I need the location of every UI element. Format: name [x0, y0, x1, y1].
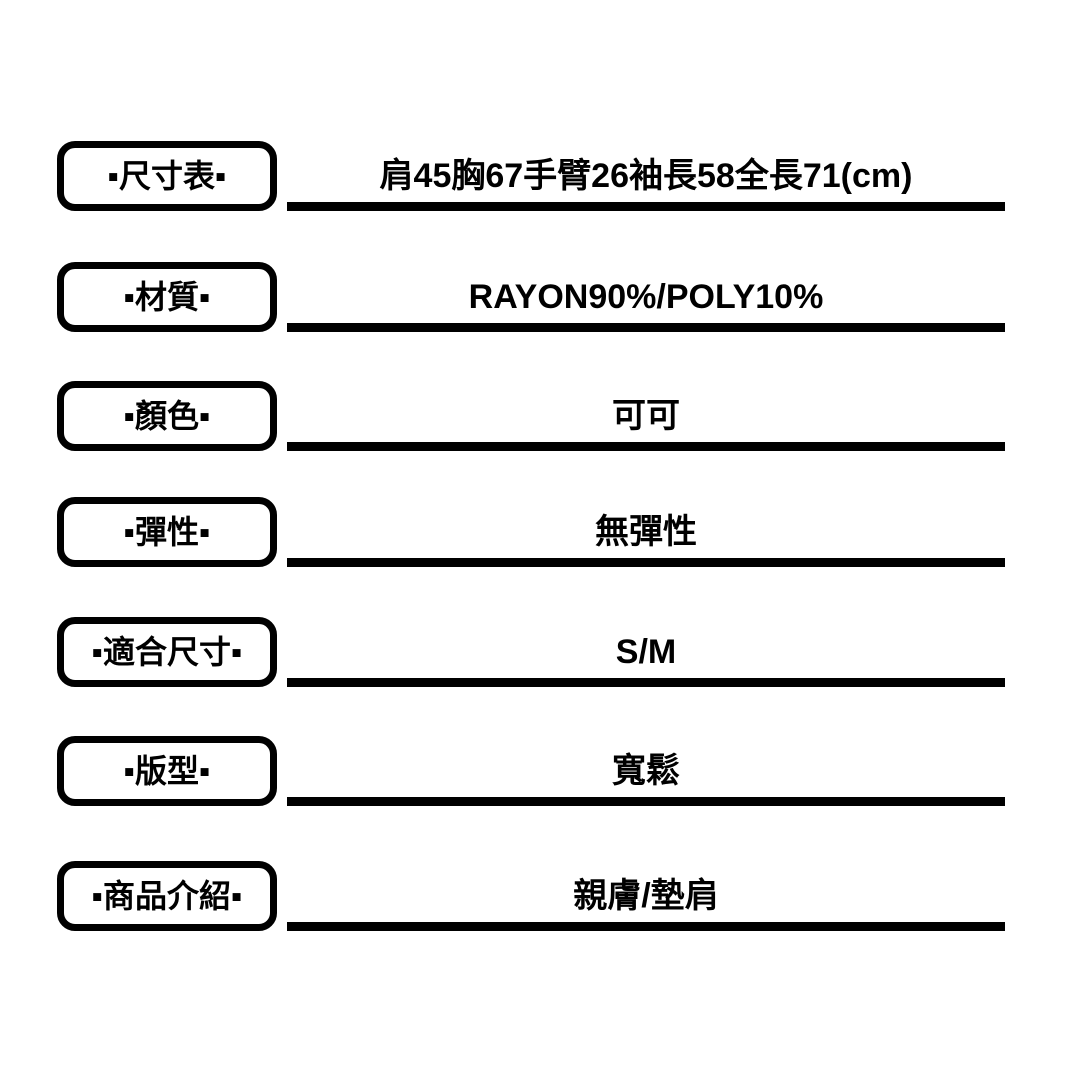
spec-label-fit-size: ▪適合尺寸▪: [91, 634, 243, 670]
spec-row-product-intro: ▪商品介紹▪ 親膚/墊肩: [0, 861, 1080, 931]
spec-value-material: RAYON90%/POLY10%: [468, 278, 824, 316]
spec-label-box-material: ▪材質▪: [57, 262, 277, 332]
spec-underline-color: 可可: [287, 381, 1005, 451]
spec-row-material: ▪材質▪ RAYON90%/POLY10%: [0, 262, 1080, 332]
spec-label-box-color: ▪顏色▪: [57, 381, 277, 451]
spec-row-fit-size: ▪適合尺寸▪ S/M: [0, 617, 1080, 687]
spec-label-box-product-intro: ▪商品介紹▪: [57, 861, 277, 931]
spec-value-product-intro: 親膚/墊肩: [573, 877, 719, 915]
spec-value-color: 可可: [612, 397, 680, 435]
spec-label-product-intro: ▪商品介紹▪: [91, 878, 243, 914]
spec-value-cut: 寬鬆: [612, 752, 680, 790]
spec-label-box-fit-size: ▪適合尺寸▪: [57, 617, 277, 687]
spec-label-box-elasticity: ▪彈性▪: [57, 497, 277, 567]
spec-underline-fit-size: S/M: [287, 617, 1005, 687]
spec-label-box-cut: ▪版型▪: [57, 736, 277, 806]
spec-underline-product-intro: 親膚/墊肩: [287, 861, 1005, 931]
spec-row-size: ▪尺寸表▪ 肩45胸67手臂26袖長58全長71(cm): [0, 141, 1080, 211]
spec-underline-elasticity: 無彈性: [287, 497, 1005, 567]
spec-value-size: 肩45胸67手臂26袖長58全長71(cm): [379, 157, 913, 195]
spec-label-size: ▪尺寸表▪: [107, 158, 227, 194]
spec-label-elasticity: ▪彈性▪: [123, 514, 211, 550]
spec-row-cut: ▪版型▪ 寬鬆: [0, 736, 1080, 806]
spec-row-color: ▪顏色▪ 可可: [0, 381, 1080, 451]
spec-label-material: ▪材質▪: [123, 279, 211, 315]
spec-label-cut: ▪版型▪: [123, 753, 211, 789]
spec-underline-material: RAYON90%/POLY10%: [287, 262, 1005, 332]
spec-value-elasticity: 無彈性: [595, 513, 697, 551]
spec-value-fit-size: S/M: [615, 633, 677, 671]
spec-underline-size: 肩45胸67手臂26袖長58全長71(cm): [287, 141, 1005, 211]
spec-underline-cut: 寬鬆: [287, 736, 1005, 806]
spec-row-elasticity: ▪彈性▪ 無彈性: [0, 497, 1080, 567]
spec-label-box-size: ▪尺寸表▪: [57, 141, 277, 211]
spec-label-color: ▪顏色▪: [123, 398, 211, 434]
